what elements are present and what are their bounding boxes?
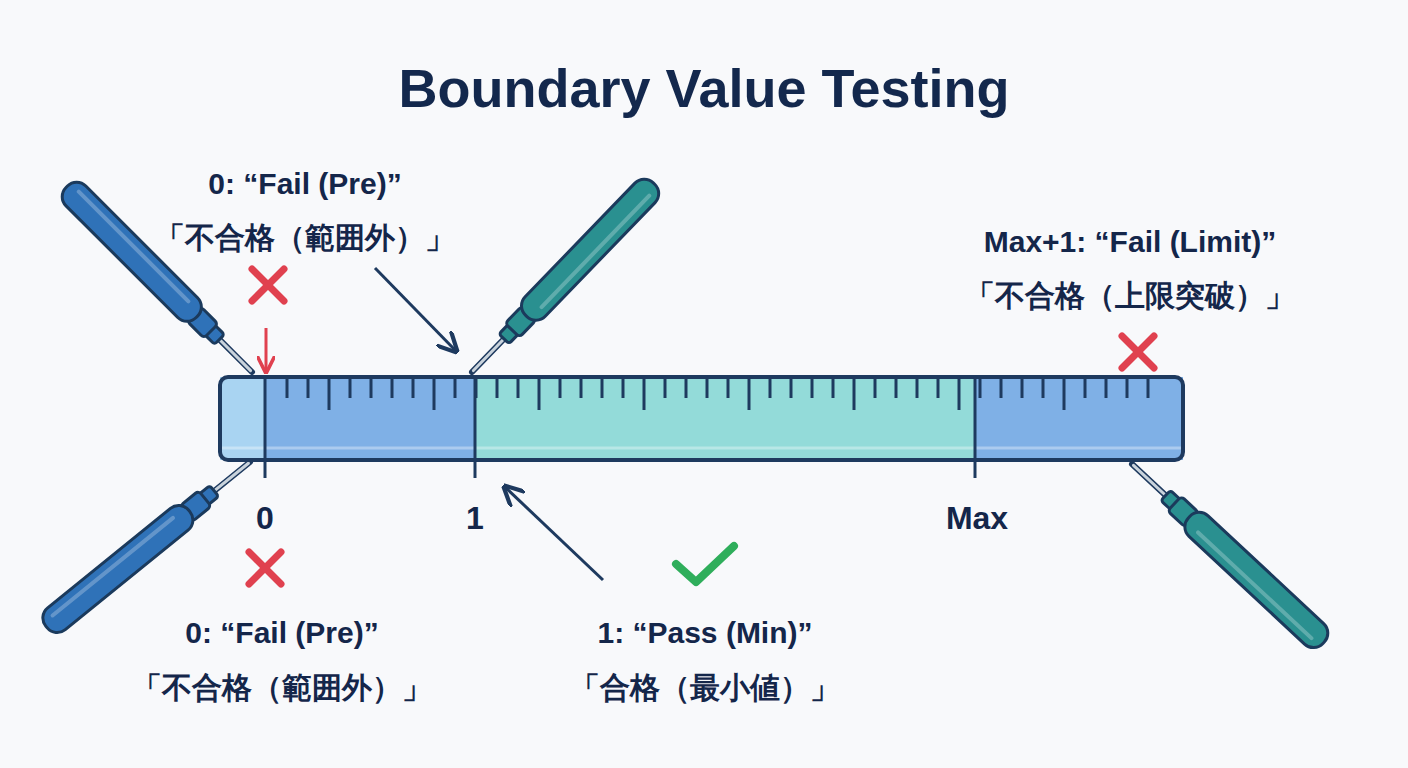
tick-mark <box>1000 379 1003 398</box>
pointer-arrow <box>265 328 268 370</box>
fail-mark <box>1122 336 1154 368</box>
tick-mark <box>580 379 583 398</box>
ruler-bar <box>222 447 1181 450</box>
tick-mark <box>433 379 436 410</box>
tick-label: 1 <box>466 500 484 537</box>
tick-mark <box>538 379 541 410</box>
tick-mark <box>496 379 499 398</box>
test-probe <box>57 177 262 382</box>
fail-mark <box>1122 336 1154 368</box>
test-probe <box>38 451 259 638</box>
callout-text: 0: “Fail (Pre)” <box>208 167 401 202</box>
ruler-bar <box>474 377 477 478</box>
tick-mark <box>979 379 982 398</box>
tick-mark <box>895 379 898 398</box>
test-probe <box>1122 454 1333 653</box>
ruler-bar <box>264 377 267 478</box>
ruler-bar <box>974 377 977 478</box>
test-probe <box>462 174 664 382</box>
tick-mark <box>790 379 793 398</box>
tick-mark <box>643 379 646 410</box>
fail-mark <box>249 552 281 584</box>
tick-mark <box>517 379 520 398</box>
tick-mark <box>916 379 919 398</box>
tick-label: 0 <box>256 500 274 537</box>
tick-mark <box>391 379 394 398</box>
tick-mark <box>622 379 625 398</box>
fail-mark <box>252 269 284 301</box>
tick-mark <box>769 379 772 398</box>
ruler-bar <box>220 377 1183 478</box>
tick-mark <box>559 379 562 398</box>
tick-mark <box>874 379 877 398</box>
tick-mark <box>958 379 961 410</box>
callout-text: 「合格（最小値）」 <box>570 671 840 706</box>
tick-mark <box>307 379 310 398</box>
leader-arrow <box>506 488 603 580</box>
fail-mark <box>252 269 284 301</box>
fail-mark <box>249 552 281 584</box>
callout-text: 「不合格（範囲外）」 <box>155 221 455 256</box>
tick-mark <box>370 379 373 398</box>
tick-mark <box>1042 379 1045 398</box>
tick-mark <box>454 379 457 398</box>
tick-mark <box>685 379 688 398</box>
tick-mark <box>664 379 667 398</box>
tick-mark <box>832 379 835 398</box>
fail-mark <box>252 269 284 301</box>
tick-label: Max <box>946 500 1008 537</box>
ruler-bar <box>220 377 1183 460</box>
tick-mark <box>328 379 331 410</box>
fail-mark <box>249 552 281 584</box>
ruler-ticks <box>287 379 1148 410</box>
tick-mark <box>853 379 856 410</box>
tick-mark <box>727 379 730 398</box>
tick-mark <box>1021 379 1024 398</box>
callout-text: 「不合格（上限突破）」 <box>965 279 1295 314</box>
leader-arrow <box>375 268 455 350</box>
tick-mark <box>748 379 751 410</box>
tick-mark <box>412 379 415 398</box>
callout-text: Max+1: “Fail (Limit)” <box>984 225 1277 260</box>
fail-mark <box>1122 336 1154 368</box>
callout-text: 1: “Pass (Min)” <box>597 616 812 651</box>
tick-mark <box>706 379 709 398</box>
tick-mark <box>937 379 940 398</box>
callout-text: 0: “Fail (Pre)” <box>185 616 378 651</box>
callout-text: 「不合格（範囲外）」 <box>132 671 432 706</box>
title: Boundary Value Testing <box>398 57 1009 119</box>
tick-mark <box>349 379 352 398</box>
tick-mark <box>811 379 814 398</box>
pass-mark <box>676 546 734 582</box>
tick-mark <box>1147 379 1150 398</box>
tick-mark <box>286 379 289 398</box>
tick-mark <box>601 379 604 398</box>
tick-mark <box>1126 379 1129 398</box>
tick-mark <box>1084 379 1087 398</box>
tick-mark <box>1105 379 1108 398</box>
tick-mark <box>1063 379 1066 410</box>
